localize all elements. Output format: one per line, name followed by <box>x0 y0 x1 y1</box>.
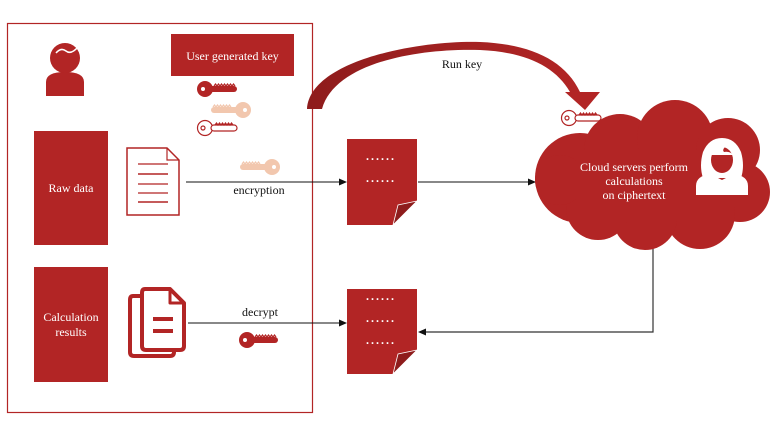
raw-data-box <box>34 131 108 245</box>
cipher-dots-row: ...... <box>366 311 396 325</box>
run-key-icon <box>560 109 602 127</box>
raw-data-label: Raw data <box>49 181 95 195</box>
user-side-container <box>6 22 314 414</box>
calculation-results-box <box>34 267 108 382</box>
return-path <box>420 244 654 333</box>
run-key-label: Run key <box>442 57 482 71</box>
return-arrowhead <box>418 328 426 336</box>
ciphertext-document-bottom: ...... ...... ...... <box>347 289 419 376</box>
cipher-dots-row: ...... <box>366 171 396 185</box>
ciphertext-document-top: ...... ...... <box>347 139 419 227</box>
key-light-icon <box>211 102 251 118</box>
document-icon <box>126 147 180 216</box>
cipher-dots-row: ...... <box>366 289 396 303</box>
decrypt-key-icon <box>239 332 278 348</box>
woman-avatar-icon <box>696 138 748 195</box>
cipher-dots-row: ...... <box>366 149 396 163</box>
user-generated-key-label: User generated key <box>186 49 279 63</box>
documents-stack-icon <box>128 287 186 358</box>
cloud-label-line2: calculations <box>605 174 663 188</box>
cloud-label-line1: Cloud servers perform <box>580 160 689 174</box>
run-key-arc-arrow <box>307 41 600 110</box>
encryption-key-icon <box>240 159 280 175</box>
person-icon <box>46 43 84 96</box>
cloud-label-line3: on ciphertext <box>603 188 667 202</box>
encryption-label: encryption <box>233 183 284 197</box>
user-generated-key-box <box>171 34 294 76</box>
calculation-results-label-line2: results <box>55 325 87 339</box>
calculation-results-label-line1: Calculation <box>43 310 98 324</box>
key-solid-icon <box>197 81 237 97</box>
key-outline-icon <box>196 119 238 137</box>
cipher-dots-row: ...... <box>366 333 396 347</box>
decrypt-label: decrypt <box>242 305 279 319</box>
